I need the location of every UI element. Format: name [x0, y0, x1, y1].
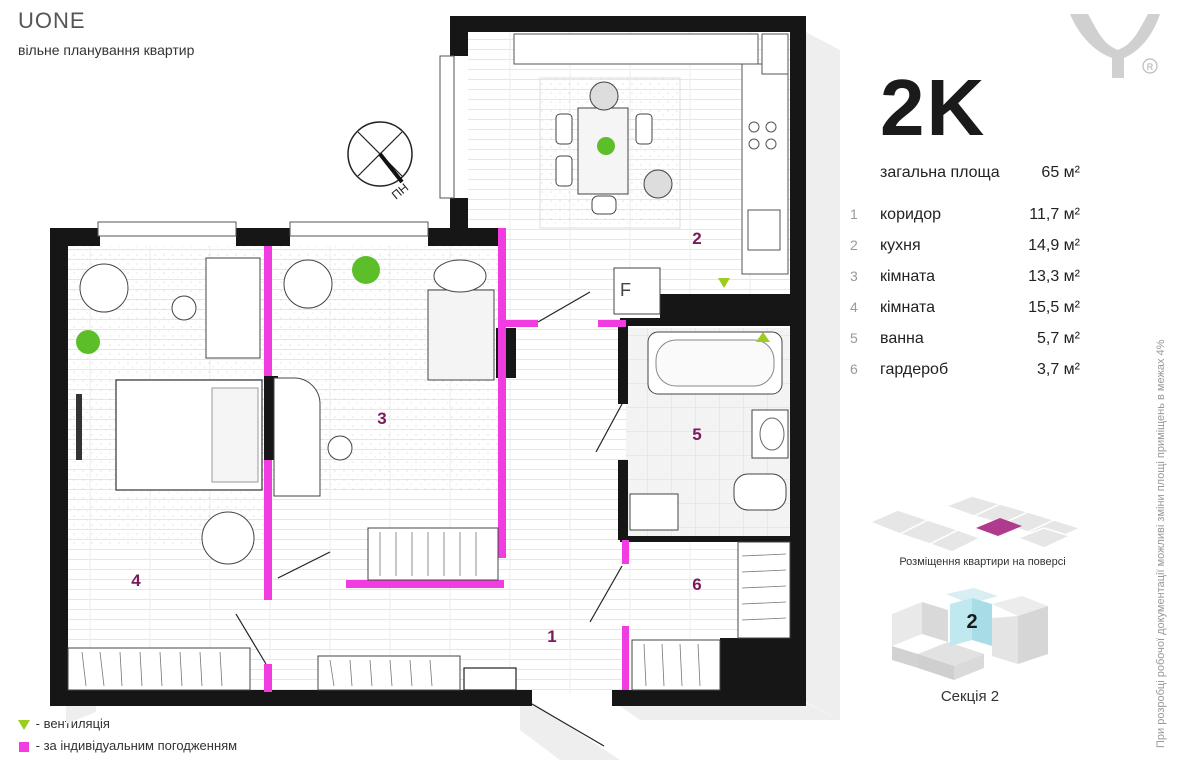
ventilation-triangle-icon [18, 719, 30, 730]
walls [50, 16, 806, 706]
person-icon [589, 81, 619, 111]
legend-individual: - за індивідуальним погодженням [18, 738, 237, 753]
room-number: 6 [850, 361, 858, 377]
room-name: коридор [880, 206, 942, 223]
office-chair [171, 295, 197, 321]
compass-icon [347, 121, 413, 187]
person-icon [643, 169, 673, 199]
room-area: 5,7 м² [1036, 330, 1080, 347]
pillows [211, 387, 259, 483]
windows [97, 55, 455, 237]
room-row: 1 коридор 11,7 м² [850, 206, 1080, 237]
armchair [79, 263, 129, 313]
dining-chairs [555, 113, 653, 215]
section-caption: Секція 2 [940, 688, 1000, 705]
room-label-1: 1 [547, 627, 556, 646]
room-label-4: 4 [131, 571, 141, 590]
plant-icon [76, 330, 100, 354]
toilet [733, 473, 787, 511]
room-row: 3 кімната 13,3 м² [850, 268, 1080, 299]
room-area: 3,7 м² [1036, 361, 1080, 378]
individual-agreement-square-icon [19, 741, 29, 752]
wardrobes [67, 527, 791, 691]
brand-name: UONE [18, 8, 86, 33]
total-area-label: загальна площа [880, 164, 1000, 181]
desk [205, 257, 261, 359]
washbasin-bowl [759, 417, 785, 451]
room-row: 5 ванна 5,7 м² [850, 330, 1080, 361]
room-label-6: 6 [692, 575, 701, 594]
individual-agreement-walls [264, 228, 629, 692]
floor-plan: F 1 2 3 4 5 6 ПН [50, 16, 840, 760]
single-bed [427, 289, 495, 381]
fridge-label: F [620, 280, 631, 300]
legend-individual-text: - за індивідуальним погодженням [35, 738, 238, 753]
floor-placement-map [868, 495, 1083, 553]
disclaimer: При розробці робочої документації можлив… [1155, 339, 1167, 748]
room-name: кімната [880, 268, 935, 285]
svg-text:R: R [1147, 62, 1154, 72]
office-chair [327, 435, 353, 461]
room-area: 11,7 м² [1029, 206, 1080, 223]
room-label-2: 2 [692, 229, 701, 248]
room-number: 1 [850, 206, 858, 222]
total-area-value: 65 м² [1041, 164, 1080, 181]
apartment-highlight [976, 518, 1022, 536]
room-row: 4 кімната 15,5 м² [850, 299, 1080, 330]
corner-desk [273, 377, 321, 497]
disclaimer-text: При розробці робочої документації можлив… [1155, 339, 1167, 748]
room-row: 6 гардероб 3,7 м² [850, 361, 1080, 392]
section-number: 2 [966, 611, 977, 633]
subtitle: вільне планування квартир [18, 42, 195, 58]
room-area: 14,9 м² [1028, 237, 1080, 254]
cooktop-icon [748, 121, 777, 150]
ventilation-triangle-icon [718, 278, 730, 288]
sink-icon [747, 209, 781, 251]
room-label-3: 3 [377, 409, 386, 428]
fridge [613, 267, 661, 315]
room-number: 4 [850, 299, 858, 315]
room-area: 15,5 м² [1028, 299, 1080, 316]
wardrobe-hangers [81, 532, 787, 687]
placement-caption: Розміщення квартири на поверсі [899, 556, 1066, 568]
plant-icon [597, 137, 615, 155]
room-name: кухня [880, 237, 921, 254]
armchair [283, 259, 333, 309]
washing-machine [629, 493, 679, 531]
room-number: 5 [850, 330, 858, 346]
room-label-5: 5 [692, 425, 701, 444]
armchair [201, 511, 255, 565]
washbasin [751, 409, 789, 459]
room-name: гардероб [880, 361, 949, 378]
ventilation-triangle-icon [756, 332, 770, 342]
section-block-diagram: 2 [892, 588, 1048, 680]
brand-logo-icon: R [1070, 14, 1160, 78]
room-name: кімната [880, 299, 935, 316]
legend-ventilation-text: - вентиляція [35, 716, 110, 731]
tv-icon [76, 394, 82, 460]
room-row: 2 кухня 14,9 м² [850, 237, 1080, 268]
room-area: 13,3 м² [1028, 268, 1080, 285]
room-number: 3 [850, 268, 858, 284]
room-number: 2 [850, 237, 858, 253]
plant-icon [352, 256, 380, 284]
legend-ventilation: - вентиляція [18, 716, 110, 731]
room-name: ванна [880, 330, 924, 347]
pillow [433, 259, 487, 293]
doors [235, 291, 623, 747]
shoe-cabinet [463, 667, 517, 691]
total-area: загальна площа 65 м² [880, 164, 1080, 182]
bathtub-basin [655, 339, 775, 387]
room-list: 1 коридор 11,7 м² 2 кухня 14,9 м² 3 кімната 13… [850, 206, 1080, 392]
apartment-type: 2K [880, 63, 987, 152]
